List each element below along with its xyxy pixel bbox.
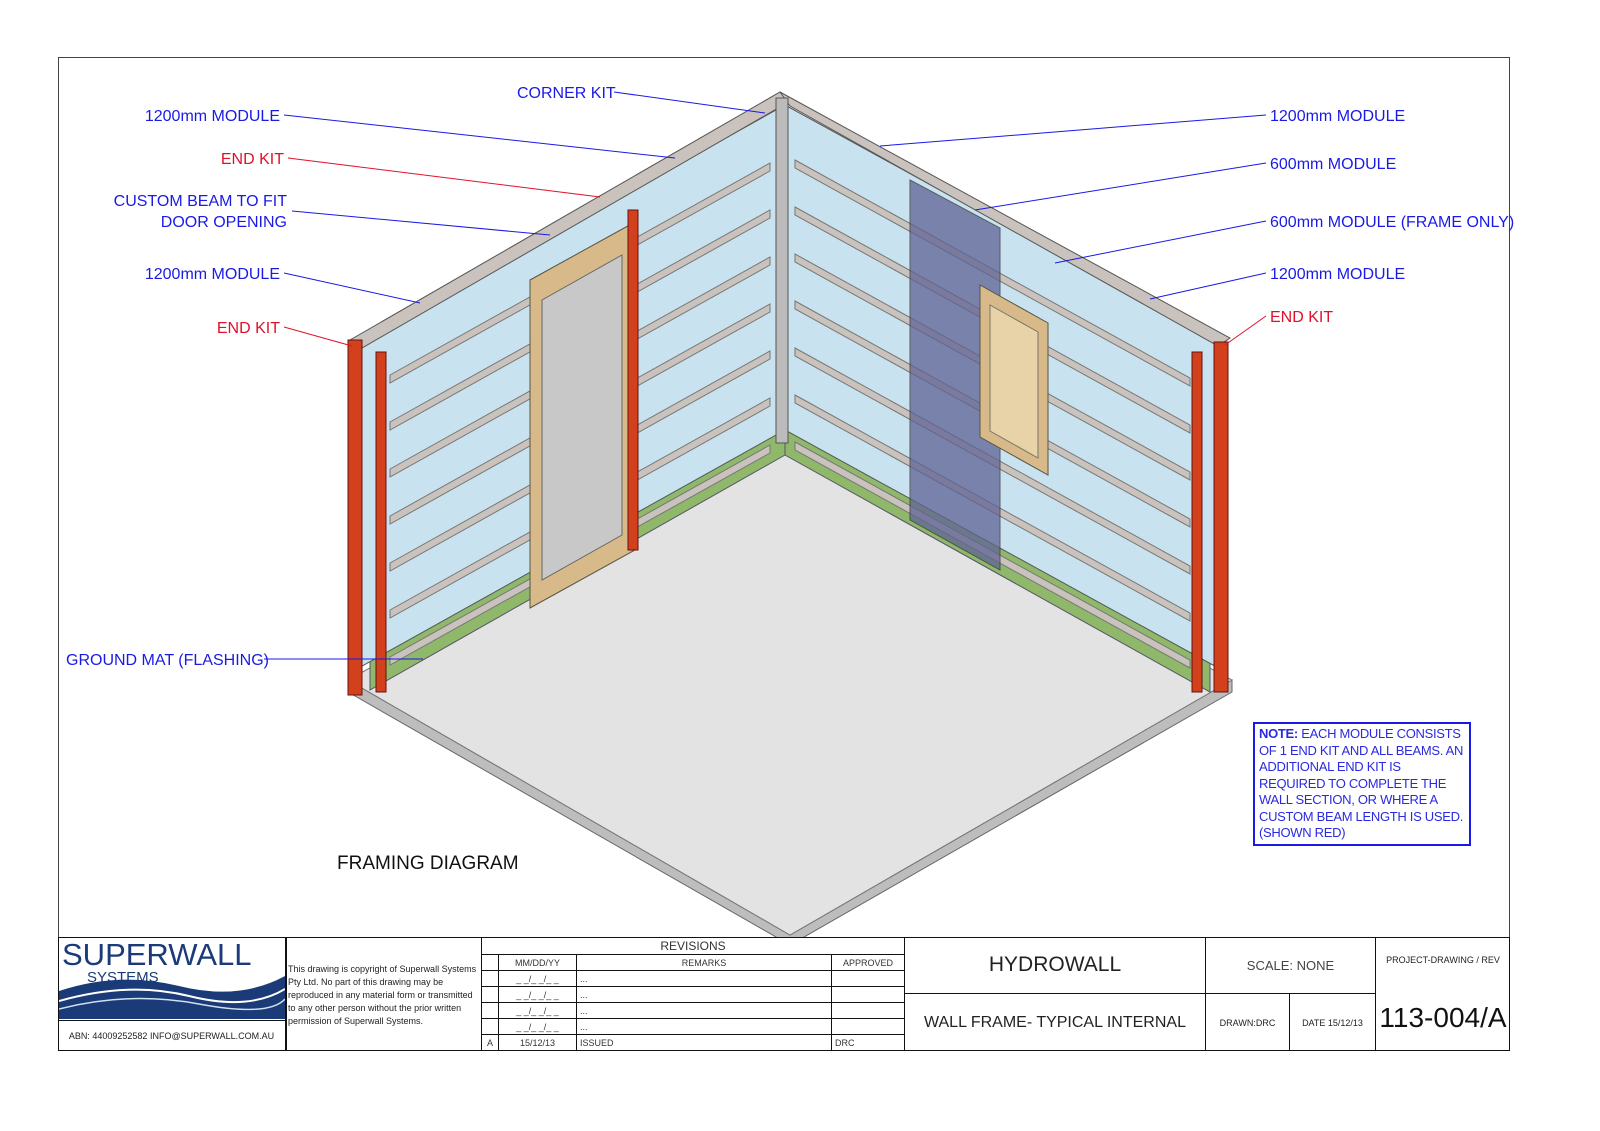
label-600mm-frame-only: 600mm MODULE (FRAME ONLY) <box>1270 214 1514 231</box>
frame-only-module <box>909 179 1001 571</box>
revisions-cell: A <box>482 1034 498 1050</box>
leader-lines-red <box>283 157 1267 347</box>
drawing-title: WALL FRAME- TYPICAL INTERNAL <box>905 994 1206 1051</box>
revisions-cell: _ _/_ _/_ _ <box>498 1002 576 1018</box>
revisions-cell: ISSUED <box>576 1034 831 1050</box>
label-1200mm-module: 1200mm MODULE <box>145 266 280 283</box>
label-custom-beam-2: DOOR OPENING <box>161 214 287 231</box>
corner-post <box>775 97 789 444</box>
revisions-cell <box>482 970 498 986</box>
diagram-title: FRAMING DIAGRAM <box>337 853 519 874</box>
copyright-notice: This drawing is copyright of Superwall S… <box>288 963 477 1026</box>
revisions-cell <box>831 1002 904 1018</box>
label-1200mm-module: 1200mm MODULE <box>1270 108 1405 125</box>
revisions-cell: DRC <box>831 1034 904 1050</box>
project-name: HYDROWALL <box>905 937 1206 994</box>
company-logo: SUPERWALL SYSTEMS <box>59 939 285 1019</box>
label-ground-mat: GROUND MAT (FLASHING) <box>66 652 269 669</box>
note-label: NOTE: <box>1259 726 1298 741</box>
end-kit-left <box>347 339 363 696</box>
revisions-cell: ... <box>576 970 831 986</box>
label-end-kit: END KIT <box>1270 309 1333 326</box>
label-custom-beam: CUSTOM BEAM TO FIT <box>114 193 288 210</box>
revisions-cell: _ _/_ _/_ _ <box>498 970 576 986</box>
revisions-cell: ... <box>576 1002 831 1018</box>
label-end-kit: END KIT <box>221 151 284 168</box>
revisions-cell <box>831 970 904 986</box>
window-void <box>989 304 1039 459</box>
revisions-cell <box>482 1002 498 1018</box>
door-void <box>541 254 623 581</box>
end-kit-door-left <box>627 209 639 551</box>
revisions-header: MM/DD/YY <box>498 954 576 970</box>
label-corner-kit: CORNER KIT <box>517 85 616 102</box>
title-block-divider <box>285 937 287 1051</box>
revisions-cell: ... <box>576 1018 831 1034</box>
label-600mm-module: 600mm MODULE <box>1270 156 1396 173</box>
drawing-number-label: PROJECT-DRAWING / REV <box>1386 955 1500 965</box>
revisions-header: REMARKS <box>576 954 831 970</box>
end-kit-right-2 <box>1191 351 1203 693</box>
label-1200mm-module: 1200mm MODULE <box>145 108 280 125</box>
revisions-cell: 15/12/13 <box>498 1034 576 1050</box>
revisions-header <box>482 954 498 970</box>
drawing-number: 113-004/A <box>1379 1002 1507 1033</box>
revisions-title: REVISIONS <box>660 938 726 953</box>
end-kit-left-2 <box>375 351 387 693</box>
revisions-cell <box>482 986 498 1002</box>
revisions-cell: _ _/_ _/_ _ <box>498 986 576 1002</box>
scale: SCALE: NONE <box>1206 937 1376 994</box>
logo-subtext: SYSTEMS <box>87 969 159 986</box>
revisions-cell: _ _/_ _/_ _ <box>498 1018 576 1034</box>
leader-lines <box>264 91 1267 660</box>
contact-info: ABN: 44009252582 INFO@SUPERWALL.COM.AU <box>58 1020 286 1050</box>
label-end-kit: END KIT <box>217 320 280 337</box>
revisions-header: APPROVED <box>831 954 904 970</box>
revisions-cell <box>482 1018 498 1034</box>
label-1200mm-module: 1200mm MODULE <box>1270 266 1405 283</box>
revisions-cell <box>831 1018 904 1034</box>
note-text: EACH MODULE CONSISTS OF 1 END KIT AND AL… <box>1259 726 1464 840</box>
date: DATE 15/12/13 <box>1290 994 1376 1051</box>
drawn-by: DRAWN:DRC <box>1206 994 1290 1051</box>
title-block <box>58 937 1510 1051</box>
logo-text: SUPERWALL <box>62 939 252 972</box>
revisions-cell <box>831 986 904 1002</box>
end-kit-right <box>1213 341 1229 693</box>
revisions-cell: ... <box>576 986 831 1002</box>
note-box: NOTE: EACH MODULE CONSISTS OF 1 END KIT … <box>1253 722 1471 846</box>
